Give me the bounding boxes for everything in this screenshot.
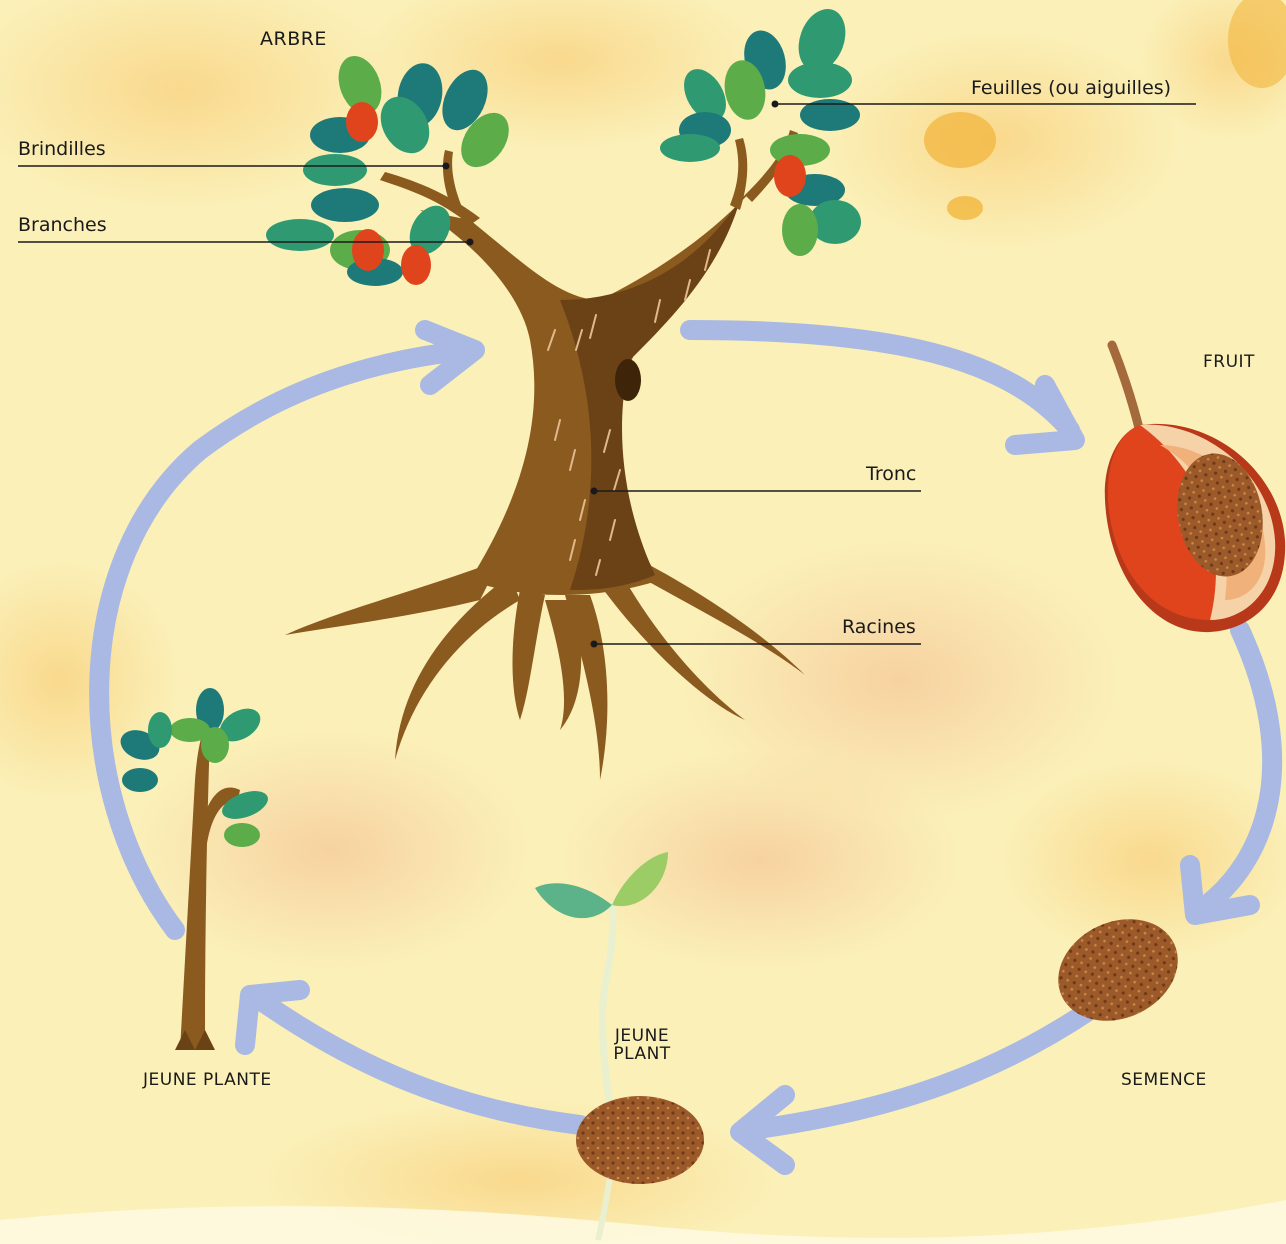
- part-label-trunk: Tronc: [866, 464, 916, 485]
- stage-label-seedling: JEUNE PLANT: [606, 1028, 678, 1064]
- stage-label-sapling: JEUNE PLANTE: [143, 1072, 272, 1090]
- part-label-branches: Branches: [18, 215, 107, 236]
- stage-label-tree: ARBRE: [260, 30, 327, 50]
- stage-label-seedling-line2: PLANT: [606, 1046, 678, 1064]
- part-label-twigs: Brindilles: [18, 139, 106, 160]
- stage-label-fruit: FRUIT: [1203, 354, 1255, 372]
- stage-label-seed: SEMENCE: [1121, 1072, 1207, 1090]
- part-label-leaves: Feuilles (ou aiguilles): [971, 78, 1171, 99]
- part-label-roots: Racines: [842, 617, 916, 638]
